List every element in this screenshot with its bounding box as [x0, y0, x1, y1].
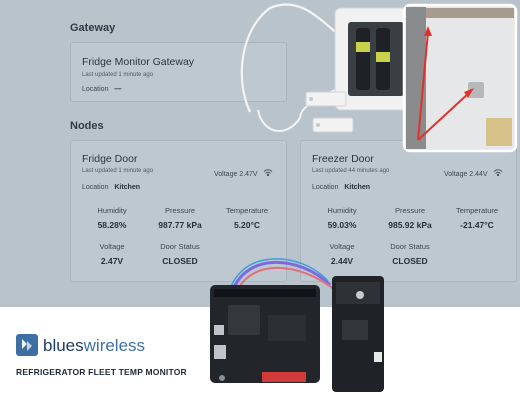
gateway-section-title: Gateway [70, 22, 116, 34]
metric-value-voltage: 2.47V [100, 256, 124, 266]
gateway-location-label: Location [82, 86, 109, 93]
gateway-last-updated: Last updated 1 minute ago [82, 72, 154, 78]
metric-label-temperature: Temperature [225, 206, 269, 215]
blues-logo-icon [16, 334, 38, 361]
node-card-freezer-door[interactable]: Freezer Door Last updated 44 minutes ago… [300, 140, 517, 282]
node-last-updated: Last updated 44 minutes ago [312, 168, 390, 174]
node-voltage-header: Voltage 2.44V [444, 169, 503, 178]
metric-label-humidity: Humidity [97, 206, 127, 215]
node-card-fridge-door[interactable]: Fridge Door Last updated 1 minute ago Vo… [70, 140, 287, 282]
metric-label-voltage: Voltage [329, 242, 355, 251]
node-location-label: Location [82, 184, 109, 191]
metric-value-humidity: 59.03% [327, 220, 357, 230]
dashboard-background: Gateway Fridge Monitor Gateway Last upda… [0, 0, 520, 307]
node-voltage-header-text: Voltage 2.44V [444, 171, 488, 178]
node-location-value: Kitchen [114, 184, 140, 191]
metric-value-temperature: -21.47°C [460, 220, 494, 230]
metric-value-pressure: 987.77 kPa [158, 220, 202, 230]
gateway-card-title: Fridge Monitor Gateway [82, 56, 195, 68]
metric-label-pressure: Pressure [394, 206, 425, 215]
metric-label-door-status: Door Status [160, 242, 200, 251]
node-voltage-header: Voltage 2.47V [214, 169, 273, 178]
signal-icon [493, 169, 503, 178]
node-last-updated: Last updated 1 minute ago [82, 168, 154, 174]
node-location-label: Location [312, 184, 339, 191]
node-location: Location Kitchen [312, 184, 370, 191]
brand-name-bold: blues [43, 336, 84, 355]
tagline: REFRIGERATOR FLEET TEMP MONITOR [16, 367, 187, 377]
brand-name: blueswireless [43, 336, 145, 356]
metric-label-temperature: Temperature [455, 206, 499, 215]
signal-icon [263, 169, 273, 178]
node-location-value: Kitchen [344, 184, 370, 191]
brand-name-light: wireless [83, 336, 146, 355]
metric-value-pressure: 985.92 kPa [388, 220, 432, 230]
nodes-section-title: Nodes [70, 120, 104, 132]
metric-value-door-status: CLOSED [392, 256, 428, 266]
gateway-location: Location — [82, 86, 121, 93]
metric-label-voltage: Voltage [99, 242, 125, 251]
metric-value-door-status: CLOSED [162, 256, 198, 266]
node-location: Location Kitchen [82, 184, 140, 191]
node-voltage-header-text: Voltage 2.47V [214, 171, 258, 178]
gateway-card[interactable]: Fridge Monitor Gateway Last updated 1 mi… [70, 42, 287, 102]
gateway-location-value: — [114, 86, 122, 93]
node-title: Fridge Door [82, 153, 138, 165]
metric-value-voltage: 2.44V [330, 256, 354, 266]
metric-value-temperature: 5.20°C [233, 220, 261, 230]
metric-label-pressure: Pressure [164, 206, 195, 215]
metric-value-humidity: 58.28% [97, 220, 127, 230]
node-title: Freezer Door [312, 153, 374, 165]
metric-label-humidity: Humidity [327, 206, 357, 215]
metric-label-door-status: Door Status [390, 242, 430, 251]
